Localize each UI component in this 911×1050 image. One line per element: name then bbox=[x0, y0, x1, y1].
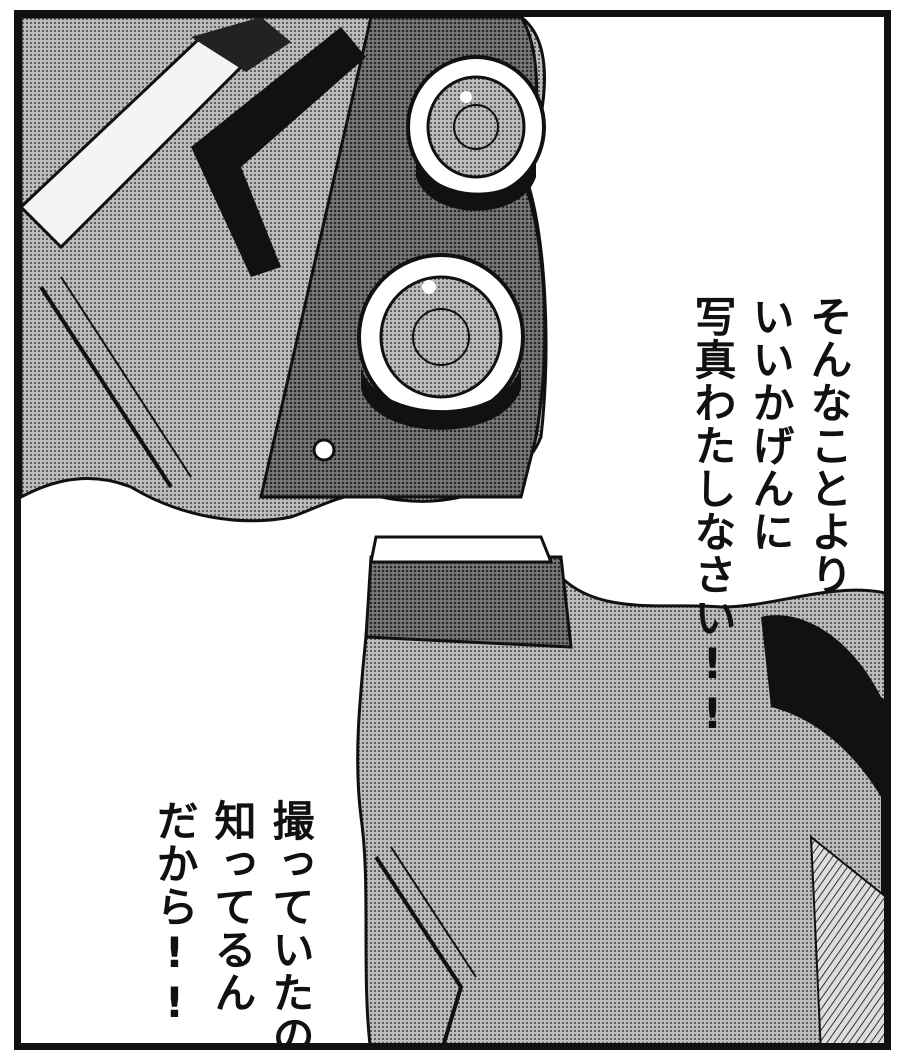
speech-line: 知ってるん bbox=[208, 799, 257, 1014]
speech-bubble-2: 撮っていたの 知ってるん だから!! bbox=[87, 599, 377, 1050]
screw bbox=[312, 438, 336, 462]
camera-illustration bbox=[21, 17, 884, 1043]
manga-panel: そんなことより いいかげんに 写真わたしなさい!! 撮っていたの 知ってるん だ… bbox=[14, 10, 891, 1050]
lower-lens-dial bbox=[357, 253, 525, 430]
strap-hook bbox=[761, 615, 884, 968]
camera-bracket-block bbox=[364, 555, 573, 649]
speech-line: 写真わたしなさい!! bbox=[688, 295, 737, 739]
speech-line: いいかげんに bbox=[746, 295, 795, 553]
speech-bubble-1: そんなことより いいかげんに 写真わたしなさい!! bbox=[625, 95, 884, 739]
speech-line: そんなことより bbox=[804, 295, 853, 596]
speech-line: 撮っていたの bbox=[266, 799, 315, 1050]
upper-lens-dial bbox=[406, 55, 546, 211]
strap-bracket bbox=[191, 27, 366, 277]
speech-line: だから!! bbox=[150, 799, 199, 1028]
camera-body-lower bbox=[356, 575, 884, 1043]
